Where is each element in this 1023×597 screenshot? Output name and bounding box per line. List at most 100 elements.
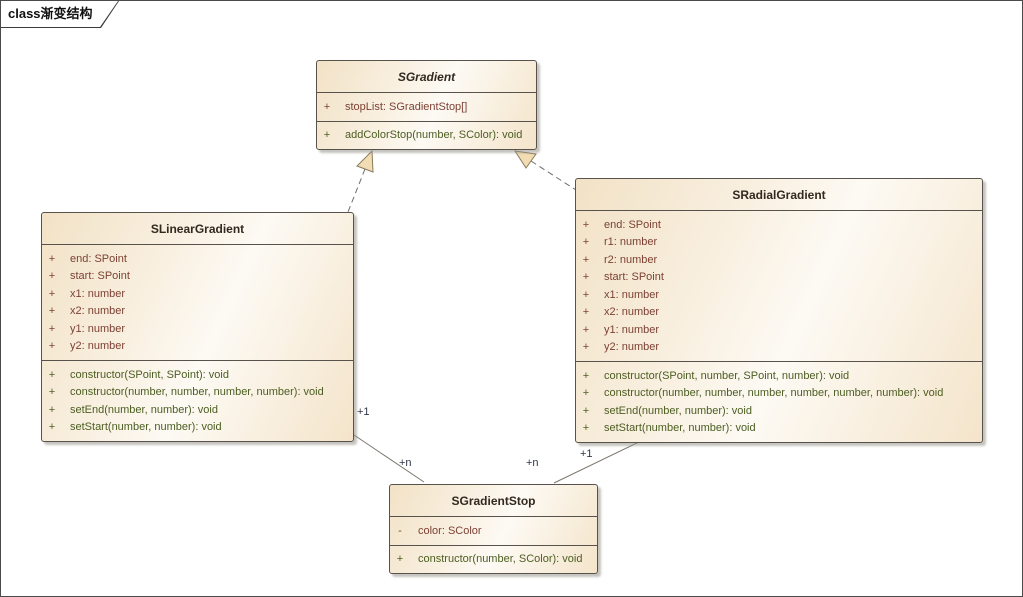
visibility-sign: + (582, 404, 590, 417)
operation-row: + setEnd(number, number): void (42, 401, 353, 419)
frame-label: class渐变结构 (1, 1, 118, 27)
operation-row: + setEnd(number, number): void (576, 402, 982, 420)
operation-text: setEnd(number, number): void (604, 404, 752, 417)
visibility-sign: + (582, 236, 590, 249)
class-slineargradient[interactable]: SLinearGradient + end: SPoint + start: S… (41, 212, 354, 442)
visibility-sign: + (323, 129, 331, 142)
visibility-sign: + (582, 253, 590, 266)
visibility-sign: - (398, 524, 402, 537)
attribute-row: + x1: number (576, 286, 982, 304)
operation-row: + constructor(SPoint, number, SPoint, nu… (576, 367, 982, 385)
visibility-sign: + (48, 270, 56, 283)
operation-text: setStart(number, number): void (70, 421, 222, 434)
operation-text: constructor(number, SColor): void (418, 553, 583, 566)
class-title: SRadialGradient (576, 179, 982, 211)
attribute-text: r1: number (604, 236, 658, 249)
attribute-text: y2: number (70, 340, 126, 353)
attribute-row: - color: SColor (390, 522, 597, 540)
attribute-text: color: SColor (418, 524, 482, 537)
frame-label-tab: class渐变结构 (1, 1, 119, 28)
attribute-text: x2: number (604, 306, 660, 319)
visibility-sign: + (582, 306, 590, 319)
operation-text: constructor(number, number, number, numb… (70, 386, 324, 399)
visibility-sign: + (48, 386, 56, 399)
visibility-sign: + (48, 421, 56, 434)
operation-row: + addColorStop(number, SColor): void (317, 127, 536, 145)
operation-text: addColorStop(number, SColor): void (345, 129, 523, 142)
attribute-row: + x2: number (576, 304, 982, 322)
visibility-sign: + (582, 218, 590, 231)
attribute-text: stopList: SGradientStop[] (345, 100, 468, 113)
association-sradialgradient-sgradientstop[interactable] (553, 440, 642, 484)
triangle-arrowhead (356, 149, 374, 173)
visibility-sign: + (48, 252, 56, 265)
attribute-row: + y1: number (576, 321, 982, 339)
multiplicity-label: +1 (357, 406, 370, 418)
multiplicity-label: +n (526, 457, 539, 469)
operations-section: + addColorStop(number, SColor): void (317, 120, 536, 150)
operation-text: constructor(number, number, number, numb… (604, 387, 944, 400)
attribute-text: x1: number (604, 288, 660, 301)
visibility-sign: + (48, 322, 56, 335)
operations-section: + constructor(SPoint, SPoint): void + co… (42, 360, 353, 441)
attribute-row: + y1: number (42, 320, 353, 338)
visibility-sign: + (323, 100, 331, 113)
operation-row: + constructor(number, SColor): void (390, 551, 597, 569)
attribute-row: + r1: number (576, 234, 982, 252)
visibility-sign: + (48, 340, 56, 353)
class-title: SGradient (317, 61, 536, 93)
attribute-row: + y2: number (42, 338, 353, 356)
class-title: SLinearGradient (42, 213, 353, 245)
operation-text: setStart(number, number): void (604, 422, 756, 435)
visibility-sign: + (48, 403, 56, 416)
attributes-section: - color: SColor (390, 517, 597, 545)
attribute-text: y2: number (604, 341, 660, 354)
attributes-section: + stopList: SGradientStop[] (317, 93, 536, 121)
operation-row: + constructor(number, number, number, nu… (42, 384, 353, 402)
attribute-row: + end: SPoint (576, 216, 982, 234)
attribute-text: start: SPoint (604, 271, 664, 284)
attribute-text: start: SPoint (70, 270, 130, 283)
generalization-slineargradient-to-sgradient[interactable] (347, 149, 374, 213)
operation-text: constructor(SPoint, number, SPoint, numb… (604, 369, 850, 382)
attribute-row: + r2: number (576, 251, 982, 269)
visibility-sign: + (582, 341, 590, 354)
multiplicity-label: +n (399, 457, 412, 469)
attribute-text: y1: number (70, 322, 126, 335)
association-slineargradient-sgradientstop[interactable] (353, 434, 425, 483)
attribute-text: r2: number (604, 253, 658, 266)
visibility-sign: + (582, 387, 590, 400)
visibility-sign: + (48, 287, 56, 300)
visibility-sign: + (582, 369, 590, 382)
class-sgradientstop[interactable]: SGradientStop - color: SColor + construc… (389, 484, 598, 574)
attribute-text: x1: number (70, 287, 126, 300)
operation-text: constructor(SPoint, SPoint): void (70, 368, 229, 381)
generalization-sradialgradient-to-sgradient[interactable] (513, 150, 577, 191)
attribute-row: + start: SPoint (42, 268, 353, 286)
visibility-sign: + (396, 553, 404, 566)
class-title: SGradientStop (390, 485, 597, 517)
operation-row: + constructor(number, number, number, nu… (576, 385, 982, 403)
attribute-row: + end: SPoint (42, 250, 353, 268)
visibility-sign: + (582, 288, 590, 301)
attribute-row: + y2: number (576, 339, 982, 357)
attribute-row: + x2: number (42, 303, 353, 321)
visibility-sign: + (582, 271, 590, 284)
attribute-row: + stopList: SGradientStop[] (317, 98, 536, 116)
operations-section: + constructor(SPoint, number, SPoint, nu… (576, 361, 982, 442)
visibility-sign: + (582, 422, 590, 435)
attribute-text: x2: number (70, 305, 126, 318)
visibility-sign: + (48, 368, 56, 381)
attributes-section: + end: SPoint + start: SPoint + x1: numb… (42, 245, 353, 360)
attribute-text: y1: number (604, 323, 660, 336)
attribute-row: + start: SPoint (576, 269, 982, 287)
class-sgradient[interactable]: SGradient + stopList: SGradientStop[] + … (316, 60, 537, 150)
attribute-row: + x1: number (42, 285, 353, 303)
attributes-section: + end: SPoint + r1: number + r2: number … (576, 211, 982, 361)
operation-text: setEnd(number, number): void (70, 403, 218, 416)
operations-section: + constructor(number, SColor): void (390, 544, 597, 574)
operation-row: + setStart(number, number): void (576, 420, 982, 438)
class-sradialgradient[interactable]: SRadialGradient + end: SPoint + r1: numb… (575, 178, 983, 443)
operation-row: + setStart(number, number): void (42, 419, 353, 437)
